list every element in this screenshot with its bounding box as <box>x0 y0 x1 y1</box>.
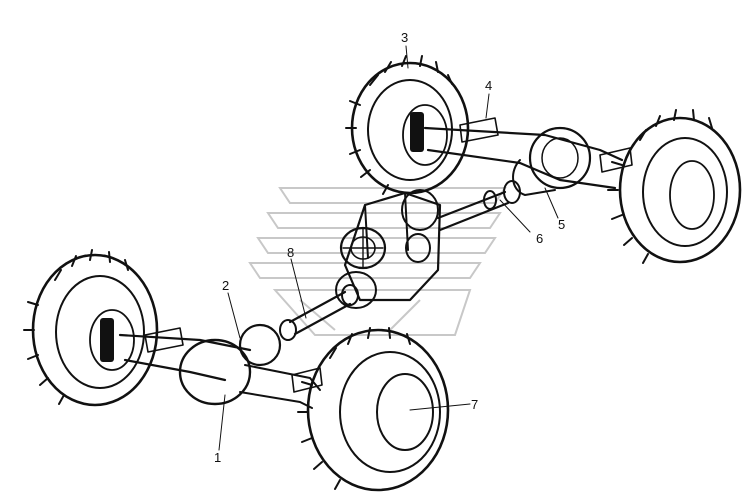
front-propeller-shaft <box>279 284 359 341</box>
front-left-wheel <box>23 249 159 407</box>
front-axle-housing <box>118 323 323 409</box>
callout-7: 7 <box>471 397 478 412</box>
rear-axle-housing <box>423 117 633 196</box>
front-right-wheel <box>297 327 450 492</box>
transfer-case <box>335 189 442 309</box>
rear-right-wheel <box>607 109 742 264</box>
callout-3: 3 <box>401 30 408 45</box>
callout-2: 2 <box>222 278 229 293</box>
callout-1: 1 <box>214 450 221 465</box>
callout-leaders <box>218 45 559 451</box>
callout-6: 6 <box>536 231 543 246</box>
callout-4: 4 <box>485 78 492 93</box>
callout-5: 5 <box>558 217 565 232</box>
rear-propeller-shaft <box>436 180 521 232</box>
rear-left-wheel <box>345 55 470 195</box>
callout-8: 8 <box>287 245 294 260</box>
watermark-logo <box>248 187 507 336</box>
callout-labels: 3 4 5 6 8 2 7 1 <box>214 30 565 465</box>
